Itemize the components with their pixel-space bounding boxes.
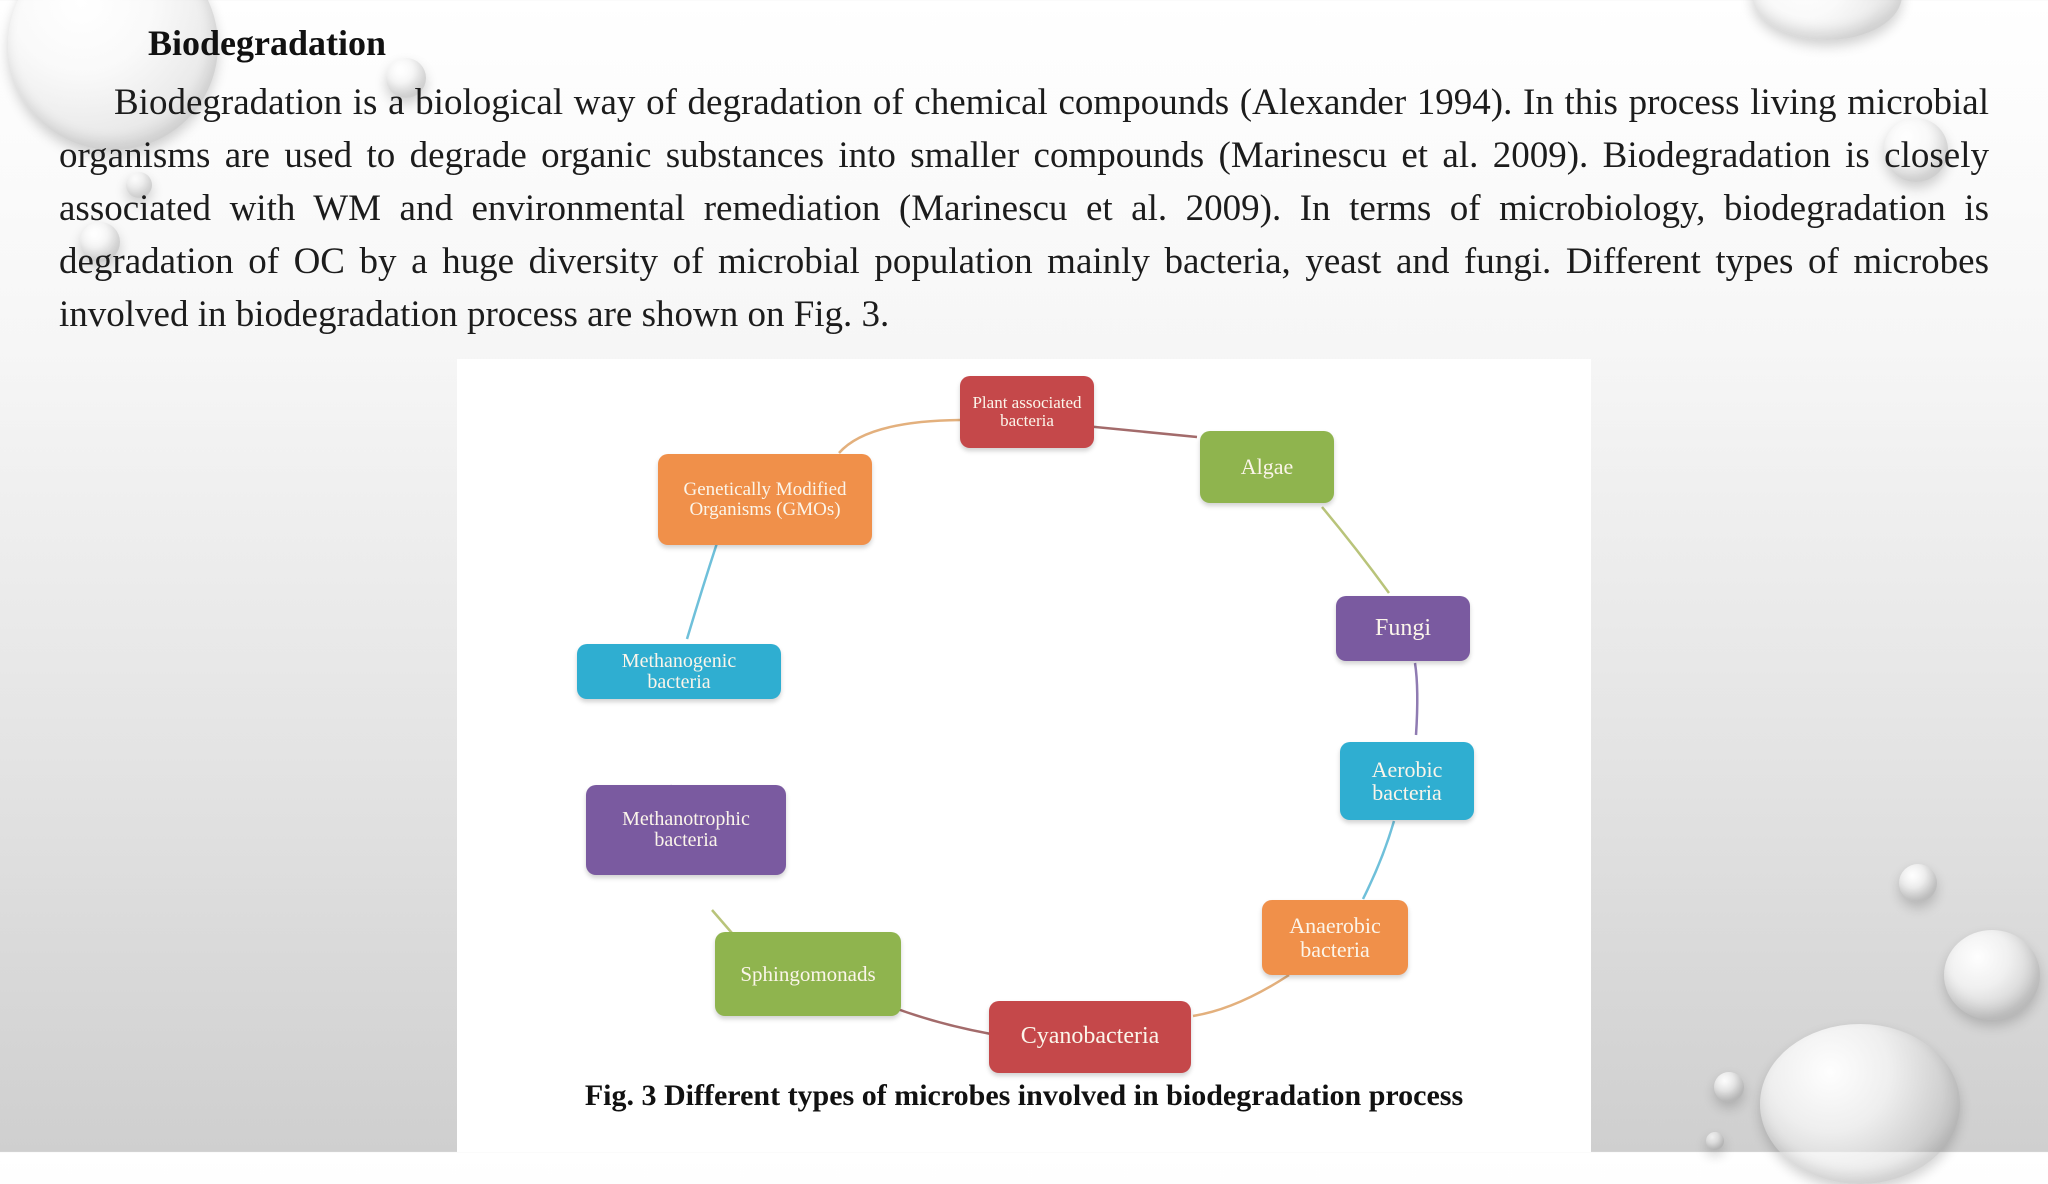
connector-line [1322,507,1389,593]
water-droplet [1944,930,2040,1020]
node-methanotrophic-bacteria: Methanotrophic bacteria [586,785,786,875]
connector-line [892,1007,991,1034]
slide-heading: Biodegradation [148,22,386,64]
node-aerobic-bacteria: Aerobic bacteria [1340,742,1474,820]
node-genetically-modified-organisms: Genetically Modified Organisms (GMOs) [658,454,872,545]
node-algae: Algae [1200,431,1334,503]
connector-line [839,420,960,453]
node-fungi: Fungi [1336,596,1470,661]
water-droplet [1899,864,1937,902]
connector-line [687,543,717,639]
node-methanogenic-bacteria: Methanogenic bacteria [577,644,781,699]
water-droplet [1760,1024,1960,1184]
connector-line [1415,663,1417,735]
water-droplet [1706,1132,1724,1150]
node-anaerobic-bacteria: Anaerobic bacteria [1262,900,1408,975]
slide-paragraph: Biodegradation is a biological way of de… [59,76,1989,341]
water-droplet [1714,1072,1744,1102]
node-sphingomonads: Sphingomonads [715,932,901,1016]
water-droplet [1752,0,1902,40]
figure-microbe-cycle: Plant associated bacteria Algae Fungi Ae… [457,359,1591,1152]
figure-caption: Fig. 3 Different types of microbes invol… [457,1079,1591,1113]
node-plant-associated-bacteria: Plant associated bacteria [960,376,1094,448]
connector-line [1363,821,1394,899]
node-cyanobacteria: Cyanobacteria [989,1001,1191,1073]
connector-line [1193,975,1289,1016]
